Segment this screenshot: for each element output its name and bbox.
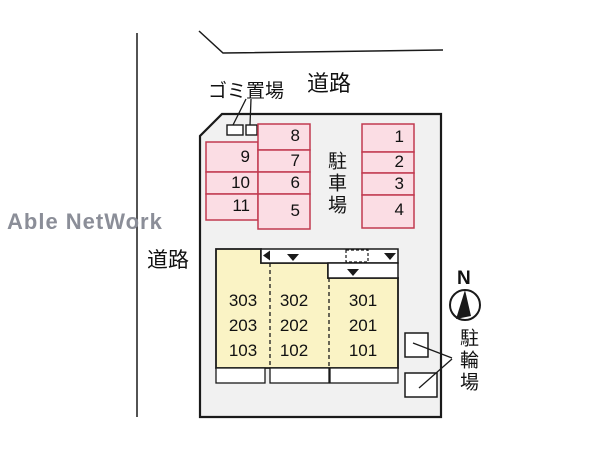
compass-needle-icon — [456, 290, 471, 319]
balcony-strip — [329, 367, 399, 384]
garbage-area-label: ゴミ置場 — [208, 81, 285, 102]
parking-space-number: 8 — [290, 126, 300, 145]
garbage-pointer-line — [249, 98, 252, 126]
parking-space-number: 6 — [290, 173, 300, 192]
building-corridor-upper — [260, 248, 399, 264]
entrance-marker-icon — [347, 269, 359, 276]
room-number: 303 — [228, 291, 258, 310]
parking-space-box-4 — [361, 194, 415, 229]
parking-space-box-11 — [205, 193, 259, 221]
bicycle-parking-label: 駐輪場 — [457, 328, 478, 394]
parking-space-box-5 — [257, 193, 311, 230]
parking-space-number: 2 — [394, 152, 404, 171]
building-corridor-lower — [327, 262, 399, 279]
garbage-box — [245, 124, 258, 136]
room-number: 301 — [348, 291, 378, 310]
parking-space-number: 10 — [231, 173, 250, 192]
parking-space-number: 9 — [240, 147, 250, 166]
road-label-left: 道路 — [147, 249, 189, 272]
parking-space-box-1 — [361, 123, 415, 153]
balcony-strip — [215, 367, 266, 384]
building-stairs-dashed-box — [345, 249, 369, 263]
parking-space-box-8 — [257, 123, 311, 151]
car-parking-label: 駐車場 — [325, 151, 346, 217]
parking-space-number: 1 — [394, 127, 404, 146]
parking-space-number: 3 — [394, 174, 404, 193]
parking-space-number: 11 — [232, 196, 250, 215]
room-number: 302 — [279, 291, 309, 310]
road-line-top — [198, 30, 444, 54]
garbage-pointer-line — [232, 98, 247, 126]
corridor-arrow-left-icon — [263, 250, 270, 261]
room-number: 101 — [348, 341, 378, 360]
parking-space-number: 7 — [290, 151, 300, 170]
road-label-top: 道路 — [307, 71, 352, 96]
parking-space-number: 4 — [394, 200, 404, 219]
watermark-logo: Able NetWork — [7, 209, 163, 234]
room-number: 103 — [228, 341, 258, 360]
room-number: 102 — [279, 341, 309, 360]
bicycle-pointer-line — [418, 358, 453, 389]
entrance-marker-icon — [287, 254, 299, 261]
parking-space-number: 5 — [290, 201, 300, 220]
garbage-box — [226, 124, 244, 136]
compass-north-label: N — [457, 268, 471, 289]
room-number: 202 — [279, 316, 309, 335]
room-number: 203 — [228, 316, 258, 335]
entrance-marker-icon — [384, 253, 396, 260]
room-number: 201 — [348, 316, 378, 335]
balcony-strip — [269, 367, 330, 384]
bicycle-pointer-line — [412, 342, 453, 359]
